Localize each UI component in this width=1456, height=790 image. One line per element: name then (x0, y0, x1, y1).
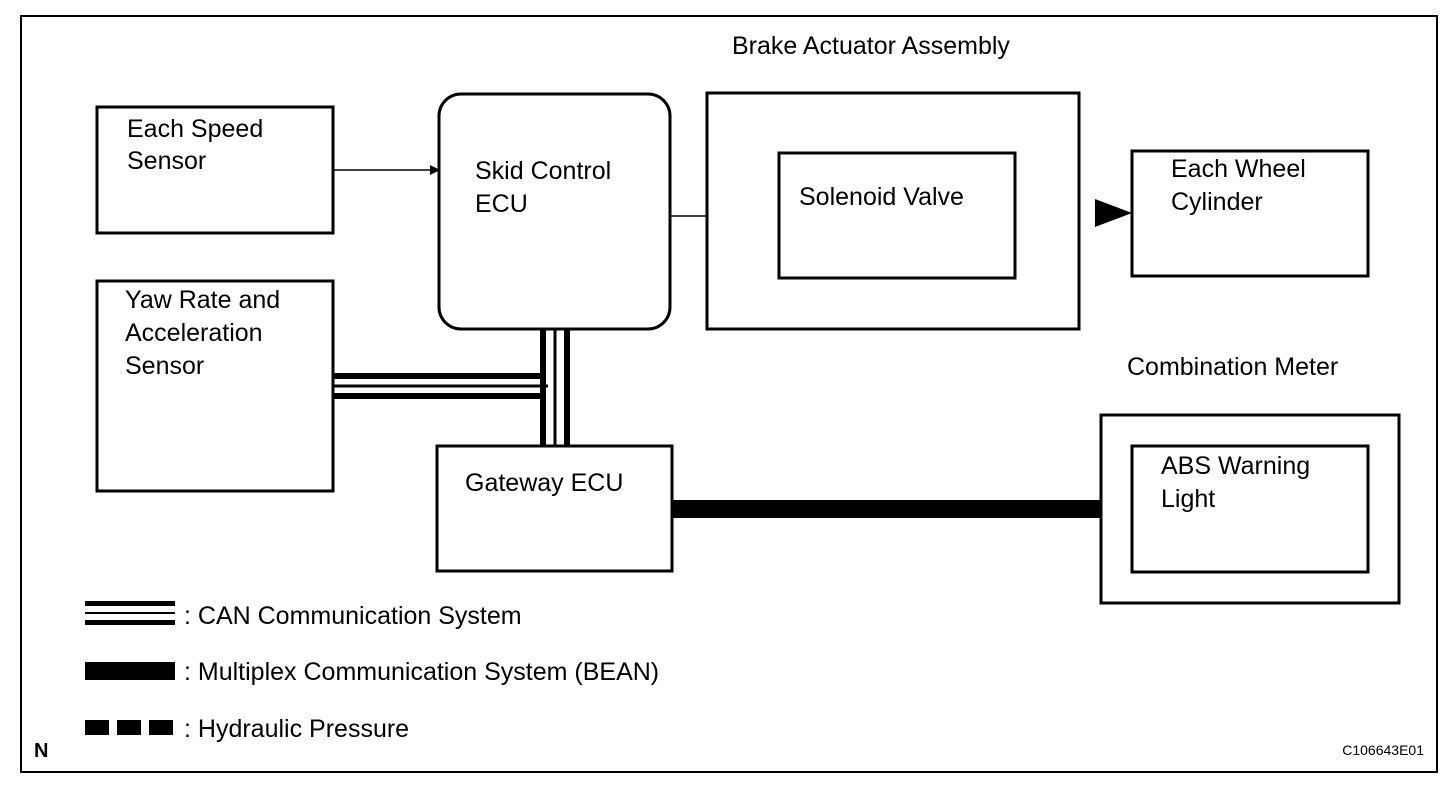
skid-control-ecu-label-line2: ECU (475, 190, 528, 218)
yaw-rate-sensor-label-line3: Sensor (125, 352, 204, 380)
each-speed-sensor-label-line1: Each Speed (127, 115, 263, 143)
each-speed-sensor-label-line2: Sensor (127, 147, 206, 175)
legend-hydraulic-symbol (85, 720, 173, 735)
abs-warning-light-label-line2: Light (1161, 485, 1215, 513)
legend: : CAN Communication System : Multiplex C… (85, 601, 659, 743)
legend-bean-label: : Multiplex Communication System (BEAN) (184, 658, 659, 686)
gateway-ecu-label: Gateway ECU (465, 469, 623, 497)
can-bus (333, 329, 570, 446)
skid-control-ecu-label-line1: Skid Control (475, 157, 611, 185)
each-wheel-cylinder-block: Each Wheel Cylinder (1130, 149, 1370, 278)
corner-mark: N (34, 740, 48, 762)
abs-warning-light-label-line1: ABS Warning (1161, 452, 1310, 480)
combination-meter-title: Combination Meter (1127, 353, 1338, 381)
abs-warning-light-block: ABS Warning Light (1130, 444, 1370, 574)
brake-actuator-assembly-title: Brake Actuator Assembly (732, 32, 1010, 60)
yaw-rate-sensor-label-line1: Yaw Rate and (125, 286, 280, 314)
skid-control-ecu-block: Skid Control ECU (437, 92, 672, 331)
each-wheel-cylinder-label-line2: Cylinder (1171, 188, 1263, 216)
each-speed-sensor-block: Each Speed Sensor (95, 105, 335, 235)
each-wheel-cylinder-label-line1: Each Wheel (1171, 155, 1306, 183)
legend-can-symbol (85, 601, 175, 625)
legend-can-label: : CAN Communication System (184, 602, 522, 630)
figure-code: C106643E01 (1342, 742, 1424, 758)
yaw-rate-acceleration-sensor-block: Yaw Rate and Acceleration Sensor (95, 279, 335, 493)
gateway-ecu-block: Gateway ECU (435, 444, 674, 573)
yaw-rate-sensor-label-line2: Acceleration (125, 319, 263, 347)
solenoid-valve-label: Solenoid Valve (799, 183, 964, 211)
legend-bean-symbol (85, 662, 175, 680)
solenoid-valve-block: Solenoid Valve (777, 151, 1017, 280)
diagram-frame (20, 15, 1438, 773)
legend-hydraulic-label: : Hydraulic Pressure (184, 715, 409, 743)
